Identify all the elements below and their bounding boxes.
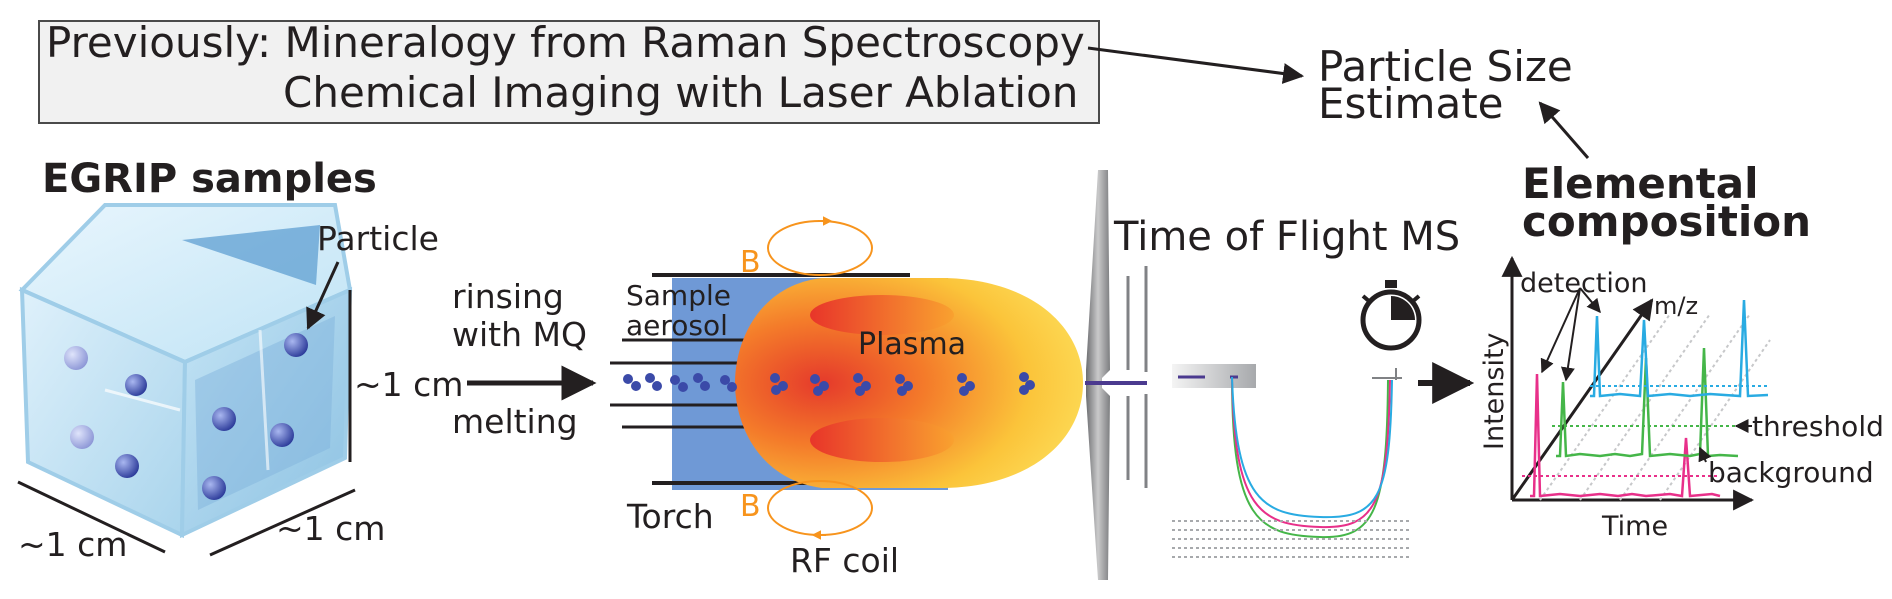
detection-label: detection (1520, 268, 1648, 299)
ice-cube (18, 203, 353, 539)
sample-aerosol-label-1: Sample (626, 279, 731, 312)
aerosol-particles (623, 372, 1035, 396)
b-field-bottom-label: B (740, 489, 761, 524)
elemental-composition-label-2: composition (1522, 197, 1811, 246)
b-field-top-label: B (740, 245, 761, 280)
particle-pointer-arrow (306, 261, 340, 330)
egrip-samples-title: EGRIP samples (42, 156, 377, 202)
depth-label: ~1 cm (276, 509, 385, 548)
header-line-1: Previously: Mineralogy from Raman Spectr… (46, 18, 1085, 67)
height-label: ~1 cm (354, 365, 463, 404)
flight-tube (1172, 364, 1412, 558)
tof-ms-title: Time of Flight MS (1113, 214, 1460, 260)
particle-dots (64, 333, 308, 500)
header-line-2: Chemical Imaging with Laser Ablation (283, 68, 1079, 117)
time-axis-label: Time (1601, 511, 1668, 542)
intensity-axis-label: Intensity (1479, 332, 1510, 450)
particle-label: Particle (317, 219, 439, 258)
arrow-composition-to-size (1538, 101, 1590, 159)
arrow-to-size-estimate (1087, 46, 1305, 84)
previous-methods-box (38, 20, 1100, 124)
mz-axis-label: m/z (1654, 292, 1698, 320)
plasma-label: Plasma (858, 327, 966, 362)
depth-dimension-line (209, 488, 356, 557)
rinsing-label-2: with MQ (452, 315, 587, 354)
interface-cones (1085, 170, 1148, 580)
rf-coil (767, 216, 873, 540)
rf-coil-label: RF coil (790, 541, 899, 580)
sample-aerosol-label-2: aerosol (626, 309, 728, 342)
particle-size-label-2: Estimate (1318, 79, 1504, 128)
rinsing-label-1: rinsing (452, 277, 564, 316)
spectrum-plot (1501, 255, 1771, 511)
width-dimension-line (17, 480, 166, 554)
stopwatch-icon (1360, 280, 1422, 351)
torch-label: Torch (626, 497, 714, 536)
melting-label: melting (452, 402, 578, 441)
particle-size-label-1: Particle Size (1318, 42, 1573, 91)
width-label: ~1 cm (18, 525, 127, 564)
background-label: background (1708, 456, 1874, 489)
threshold-label: threshold (1752, 410, 1884, 443)
elemental-composition-label-1: Elemental (1522, 159, 1759, 208)
